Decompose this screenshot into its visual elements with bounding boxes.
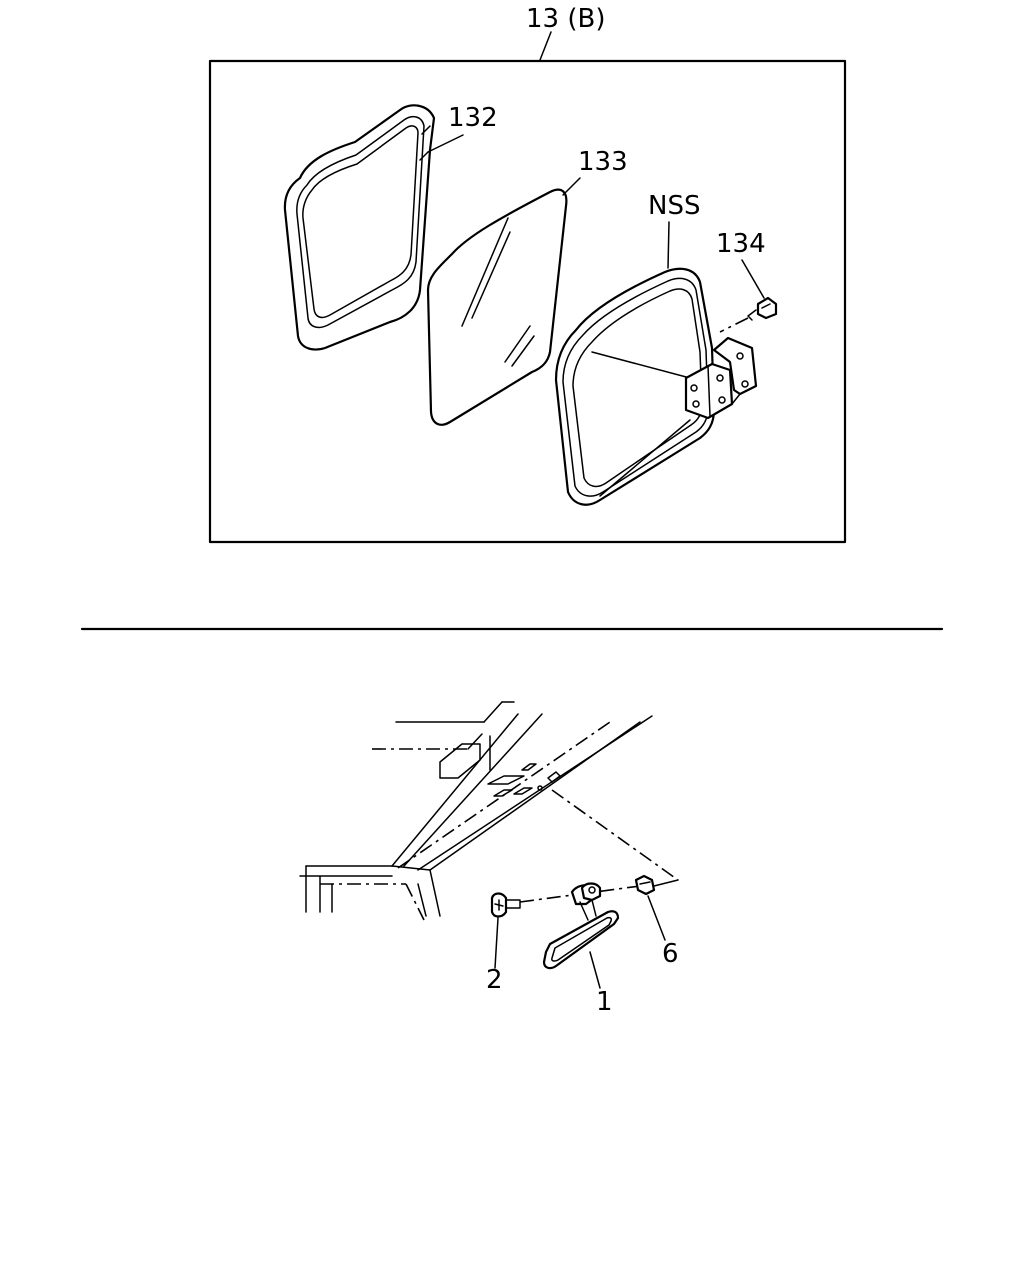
assembly-label: 13 (B) [526,4,605,34]
interior-mirror-assembly: 2 1 6 [299,701,679,1017]
screw-2 [490,892,521,918]
mount-leader-end [653,879,679,887]
mirror-body-nss [554,267,758,506]
mount-leader [551,789,679,881]
mirror-screw-134 [719,296,778,333]
assembly-leader [539,31,552,61]
leader-134 [741,259,765,299]
callout-1: 1 [596,987,613,1017]
callout-nss: NSS [648,191,700,221]
callout-132: 132 [448,103,498,133]
mirror-frame-132 [283,104,436,351]
leader-133 [562,177,581,196]
callout-6: 6 [662,939,679,969]
callout-133: 133 [578,147,628,177]
leader-6 [647,895,666,941]
nut-6 [634,874,656,896]
leader-nss [667,221,670,269]
mirror-glass-133 [426,188,568,426]
assembly-13b: 13 (B) 132 133 [208,4,847,544]
callout-134: 134 [716,229,766,259]
leader-132 [427,134,464,153]
inner-mirror-1 [542,882,620,970]
leader-2 [494,917,499,969]
cab-roof-structure [299,701,653,921]
callout-2: 2 [486,965,503,995]
assembly-frame-box [208,59,847,544]
leader-1 [589,951,601,989]
